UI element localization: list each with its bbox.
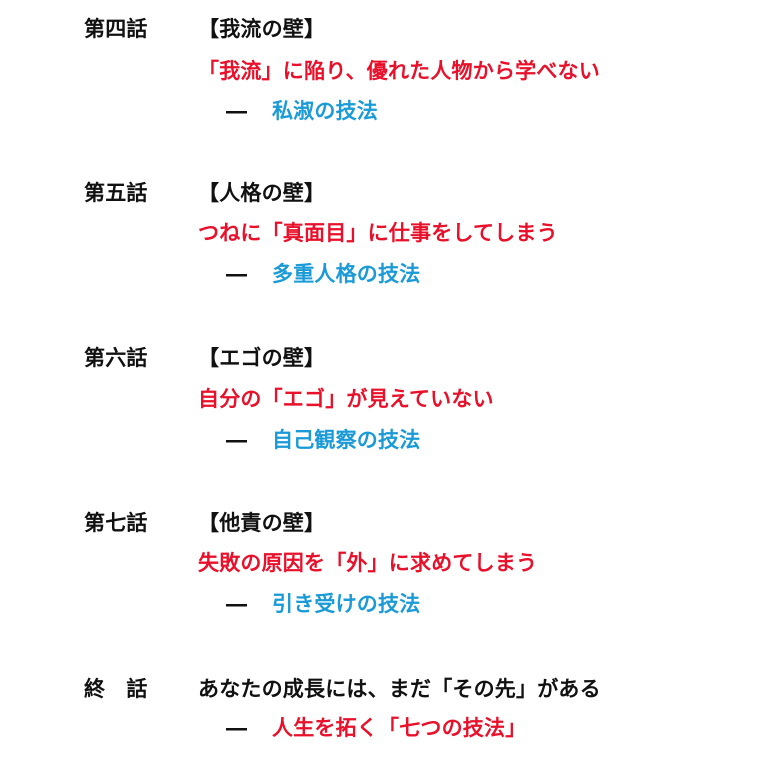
technique-name-5: 多重人格の技法 <box>272 261 421 286</box>
chapter-label-final: 終 話 <box>84 676 148 701</box>
chapter-label-5: 第五話 <box>84 180 148 205</box>
technique-line-5: ― 多重人格の技法 <box>226 263 420 284</box>
technique-line-6: ― 自己観察の技法 <box>226 429 420 450</box>
technique-name-7: 引き受けの技法 <box>272 591 421 616</box>
technique-line-4: ― 私淑の技法 <box>226 100 378 121</box>
final-heading: あなたの成長には、まだ「その先」がある <box>198 676 601 701</box>
em-dash: ― <box>226 261 248 286</box>
section-heading-7: 【他責の壁】 <box>198 510 326 535</box>
section-subtitle-4: 「我流」に陥り、優れた人物から学べない <box>198 58 600 83</box>
section-heading-5: 【人格の壁】 <box>198 180 326 205</box>
technique-line-final: ― 人生を拓く「七つの技法」 <box>226 717 526 738</box>
em-dash: ― <box>226 591 248 616</box>
technique-name-final: 人生を拓く「七つの技法」 <box>272 715 527 740</box>
technique-name-4: 私淑の技法 <box>272 98 378 123</box>
em-dash: ― <box>226 98 248 123</box>
chapter-label-4: 第四話 <box>84 16 148 41</box>
chapter-label-6: 第六話 <box>84 345 148 370</box>
em-dash: ― <box>226 427 248 452</box>
section-heading-6: 【エゴの壁】 <box>198 345 326 370</box>
technique-line-7: ― 引き受けの技法 <box>226 593 420 614</box>
section-heading-4: 【我流の壁】 <box>198 16 326 41</box>
chapter-label-7: 第七話 <box>84 510 148 535</box>
technique-name-6: 自己観察の技法 <box>272 427 421 452</box>
section-subtitle-5: つねに「真面目」に仕事をしてしまう <box>198 220 558 245</box>
section-subtitle-7: 失敗の原因を「外」に求めてしまう <box>198 550 538 575</box>
em-dash: ― <box>226 715 248 740</box>
section-subtitle-6: 自分の「エゴ」が見えていない <box>198 386 494 411</box>
